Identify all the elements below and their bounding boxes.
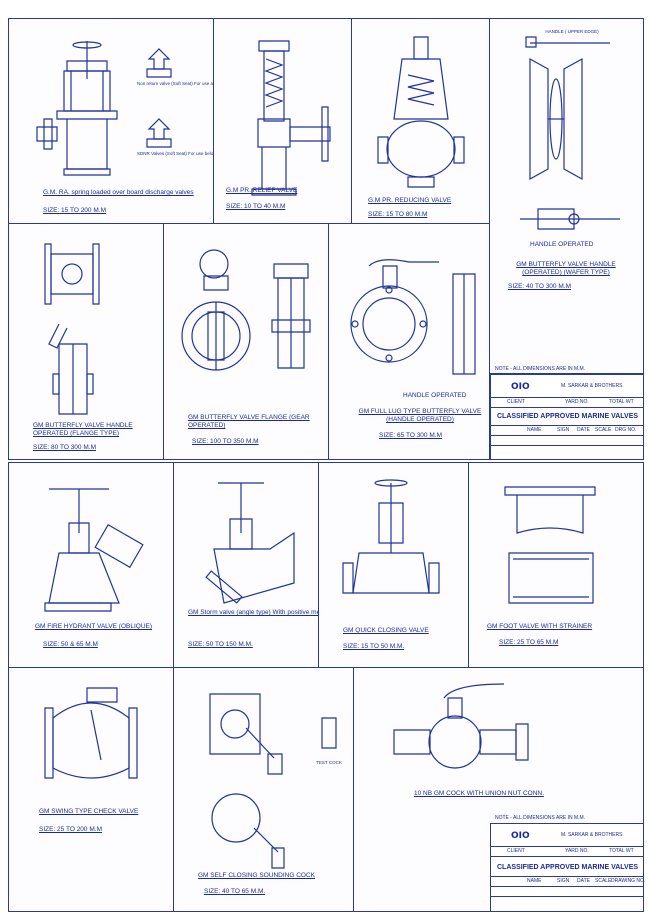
col-name: NAME: [527, 427, 542, 433]
drawing-sheet-1: Non return valve (Soft Seat) For use abo…: [8, 18, 644, 460]
valve-size: SIZE: 10 TO 40 M.M: [226, 203, 286, 210]
sounding-cock-drawing: [174, 668, 354, 911]
maker-name: M. SARKAR & BROTHERS: [561, 383, 623, 389]
cell-butterfly-wafer-valve: HANDLE ( UPPER EDGE) HANDLE OPERATED GM …: [490, 19, 643, 374]
cell-quick-closing-valve: GM QUICK CLOSING VALVE SIZE: 15 TO 50 M.…: [319, 463, 469, 668]
dimensions-note: NOTE - ALL DIMENSIONS ARE IN M.M.: [495, 366, 586, 372]
valve-size: SIZE: 50 TO 150 M.M.: [188, 641, 253, 648]
col-sign: SIGN: [557, 878, 570, 884]
valve-title: GM SWING TYPE CHECK VALVE: [39, 808, 139, 815]
sheet-title: CLASSIFIED APPROVED MARINE VALVES: [497, 864, 639, 871]
col-drawing-no: DRAWING NO.: [611, 878, 646, 884]
valve-size: SIZE: 100 TO 350 M.M: [192, 438, 259, 445]
valve-title: GM Storm valve (angle type) With positiv…: [188, 609, 318, 616]
client-label: CLIENT: [507, 399, 525, 405]
valve-size: SIZE: 15 TO 50 M.M.: [343, 643, 405, 650]
storm-valve-drawing: [174, 463, 319, 668]
valve-title: G.M PR. RELIEF VALVE: [226, 187, 298, 194]
col-date: DATE: [577, 427, 590, 433]
cell-butterfly-flange-type-valve: GM BUTTERFLY VALVE HANDLE OPERATED (FLAN…: [9, 224, 164, 459]
sheet-title: CLASSIFIED APPROVED MARINE VALVES: [497, 413, 639, 420]
valve-title: GM FOOT VALVE WITH STRAINER: [487, 623, 593, 630]
valve-title: G.M PR. REDUCING VALVE: [368, 197, 452, 204]
yard-no-label: YARD NO.: [565, 848, 589, 854]
col-name: NAME: [527, 878, 542, 884]
cell-swing-check-valve: GM SWING TYPE CHECK VALVE SIZE: 25 TO 20…: [9, 668, 174, 911]
handle-upper-note: HANDLE ( UPPER EDGE): [545, 29, 599, 34]
cell-gm-cock-union: 10 NB GM COCK WITH UNION NUT CONN.: [354, 668, 643, 911]
gm-cock-union-drawing: [354, 668, 643, 911]
cell-fire-hydrant-valve: GM FIRE HYDRANT VALVE (OBLIQUE) SIZE: 50…: [9, 463, 174, 668]
overboard-discharge-valve-drawing: [9, 19, 214, 224]
valve-title: GM BUTTERFLY VALVE HANDLE (OPERATED) (WA…: [516, 261, 616, 276]
valve-size: SIZE: 40 TO 300 M.M: [508, 283, 571, 290]
valve-title: GM FULL LUG TYPE BUTTERFLY VALVE (HANDLE…: [358, 408, 482, 423]
total-wt-label: TOTAL WT: [609, 848, 634, 854]
col-scale: SCALE: [595, 878, 612, 884]
butterfly-flange-type-valve-drawing: [9, 224, 164, 459]
valve-size: SIZE: 15 TO 80 M.M: [368, 211, 428, 218]
full-lug-butterfly-valve-drawing: [329, 224, 490, 459]
swing-check-valve-drawing: [9, 668, 174, 911]
col-drg-no: DRG NO.: [615, 427, 637, 433]
valve-size: SIZE: 25 TO 65 M.M: [499, 639, 559, 646]
butterfly-wafer-valve-drawing: [490, 19, 643, 299]
test-cock-note: TEST COCK: [316, 760, 342, 765]
valve-title: GM BUTTERFLY VALVE FLANGE (GEAR OPERATED…: [188, 414, 310, 429]
valve-title: G.M. RA. spring loaded over board discha…: [43, 189, 194, 196]
col-sign: SIGN: [557, 427, 570, 433]
valve-size: SIZE: 50 & 65 M.M: [43, 641, 98, 648]
non-return-valve-note: Non return valve (Soft Seat) For use abo…: [137, 81, 214, 86]
valve-title: 10 NB GM COCK WITH UNION NUT CONN.: [414, 790, 544, 797]
client-label: CLIENT: [507, 848, 525, 854]
cell-storm-valve: GM Storm valve (angle type) With positiv…: [174, 463, 319, 668]
handle-operated-label: HANDLE OPERATED: [530, 241, 594, 248]
valve-size: SIZE: 25 TO 200 M.M: [39, 826, 102, 833]
company-logo: OIO: [511, 382, 530, 392]
maker-name: M. SARKAR & BROTHERS: [561, 832, 623, 838]
cell-pr-relief-valve: G.M PR. RELIEF VALVE SIZE: 10 TO 40 M.M: [214, 19, 352, 224]
col-date: DATE: [577, 878, 590, 884]
valve-title: GM BUTTERFLY VALVE HANDLE OPERATED (FLAN…: [33, 422, 133, 437]
yard-no-label: YARD NO.: [565, 399, 589, 405]
valve-size: SIZE: 40 TO 65 M.M.: [204, 888, 266, 895]
quick-closing-valve-drawing: [319, 463, 469, 668]
cell-full-lug-butterfly-valve: HANDLE OPERATED GM FULL LUG TYPE BUTTERF…: [329, 224, 490, 459]
valve-title: GM QUICK CLOSING VALVE: [343, 627, 429, 634]
pr-reducing-valve-drawing: [352, 19, 490, 224]
total-wt-label: TOTAL WT: [609, 399, 634, 405]
fire-hydrant-valve-drawing: [9, 463, 174, 668]
drawing-sheet-2: GM FIRE HYDRANT VALVE (OBLIQUE) SIZE: 50…: [8, 462, 646, 912]
foot-valve-drawing: [469, 463, 643, 668]
valve-title: GM SELF CLOSING SOUNDING COCK: [198, 872, 316, 879]
valve-size: SIZE: 65 TO 300 M.M: [379, 432, 442, 439]
col-scale: SCALE: [595, 427, 612, 433]
dimensions-note: NOTE - ALL DIMENSIONS ARE IN M.M.: [495, 815, 586, 821]
sdnr-valve-note: SDNR Valves (Soft Seat) For use below wa…: [137, 151, 214, 156]
cell-butterfly-gear-operated-valve: GM BUTTERFLY VALVE FLANGE (GEAR OPERATED…: [164, 224, 329, 459]
cell-foot-valve: GM FOOT VALVE WITH STRAINER SIZE: 25 TO …: [469, 463, 643, 668]
company-logo: OIO: [511, 831, 530, 841]
butterfly-gear-operated-valve-drawing: [164, 224, 329, 459]
pr-relief-valve-drawing: [214, 19, 352, 224]
cell-overboard-discharge-valve: Non return valve (Soft Seat) For use abo…: [9, 19, 214, 224]
cell-sounding-cock: TEST COCK GM SELF CLOSING SOUNDING COCK …: [174, 668, 354, 911]
title-block: NOTE - ALL DIMENSIONS ARE IN M.M. OIO M.…: [490, 815, 646, 911]
valve-title: GM FIRE HYDRANT VALVE (OBLIQUE): [35, 623, 153, 630]
valve-size: SIZE: 80 TO 300 M.M: [33, 444, 96, 451]
cell-pr-reducing-valve: G.M PR. REDUCING VALVE SIZE: 15 TO 80 M.…: [352, 19, 490, 224]
valve-size: SIZE: 15 TO 200 M.M: [43, 207, 106, 214]
handle-operated-label: HANDLE OPERATED: [403, 392, 467, 399]
title-block: NOTE - ALL DIMENSIONS ARE IN M.M. OIO M.…: [490, 366, 643, 459]
